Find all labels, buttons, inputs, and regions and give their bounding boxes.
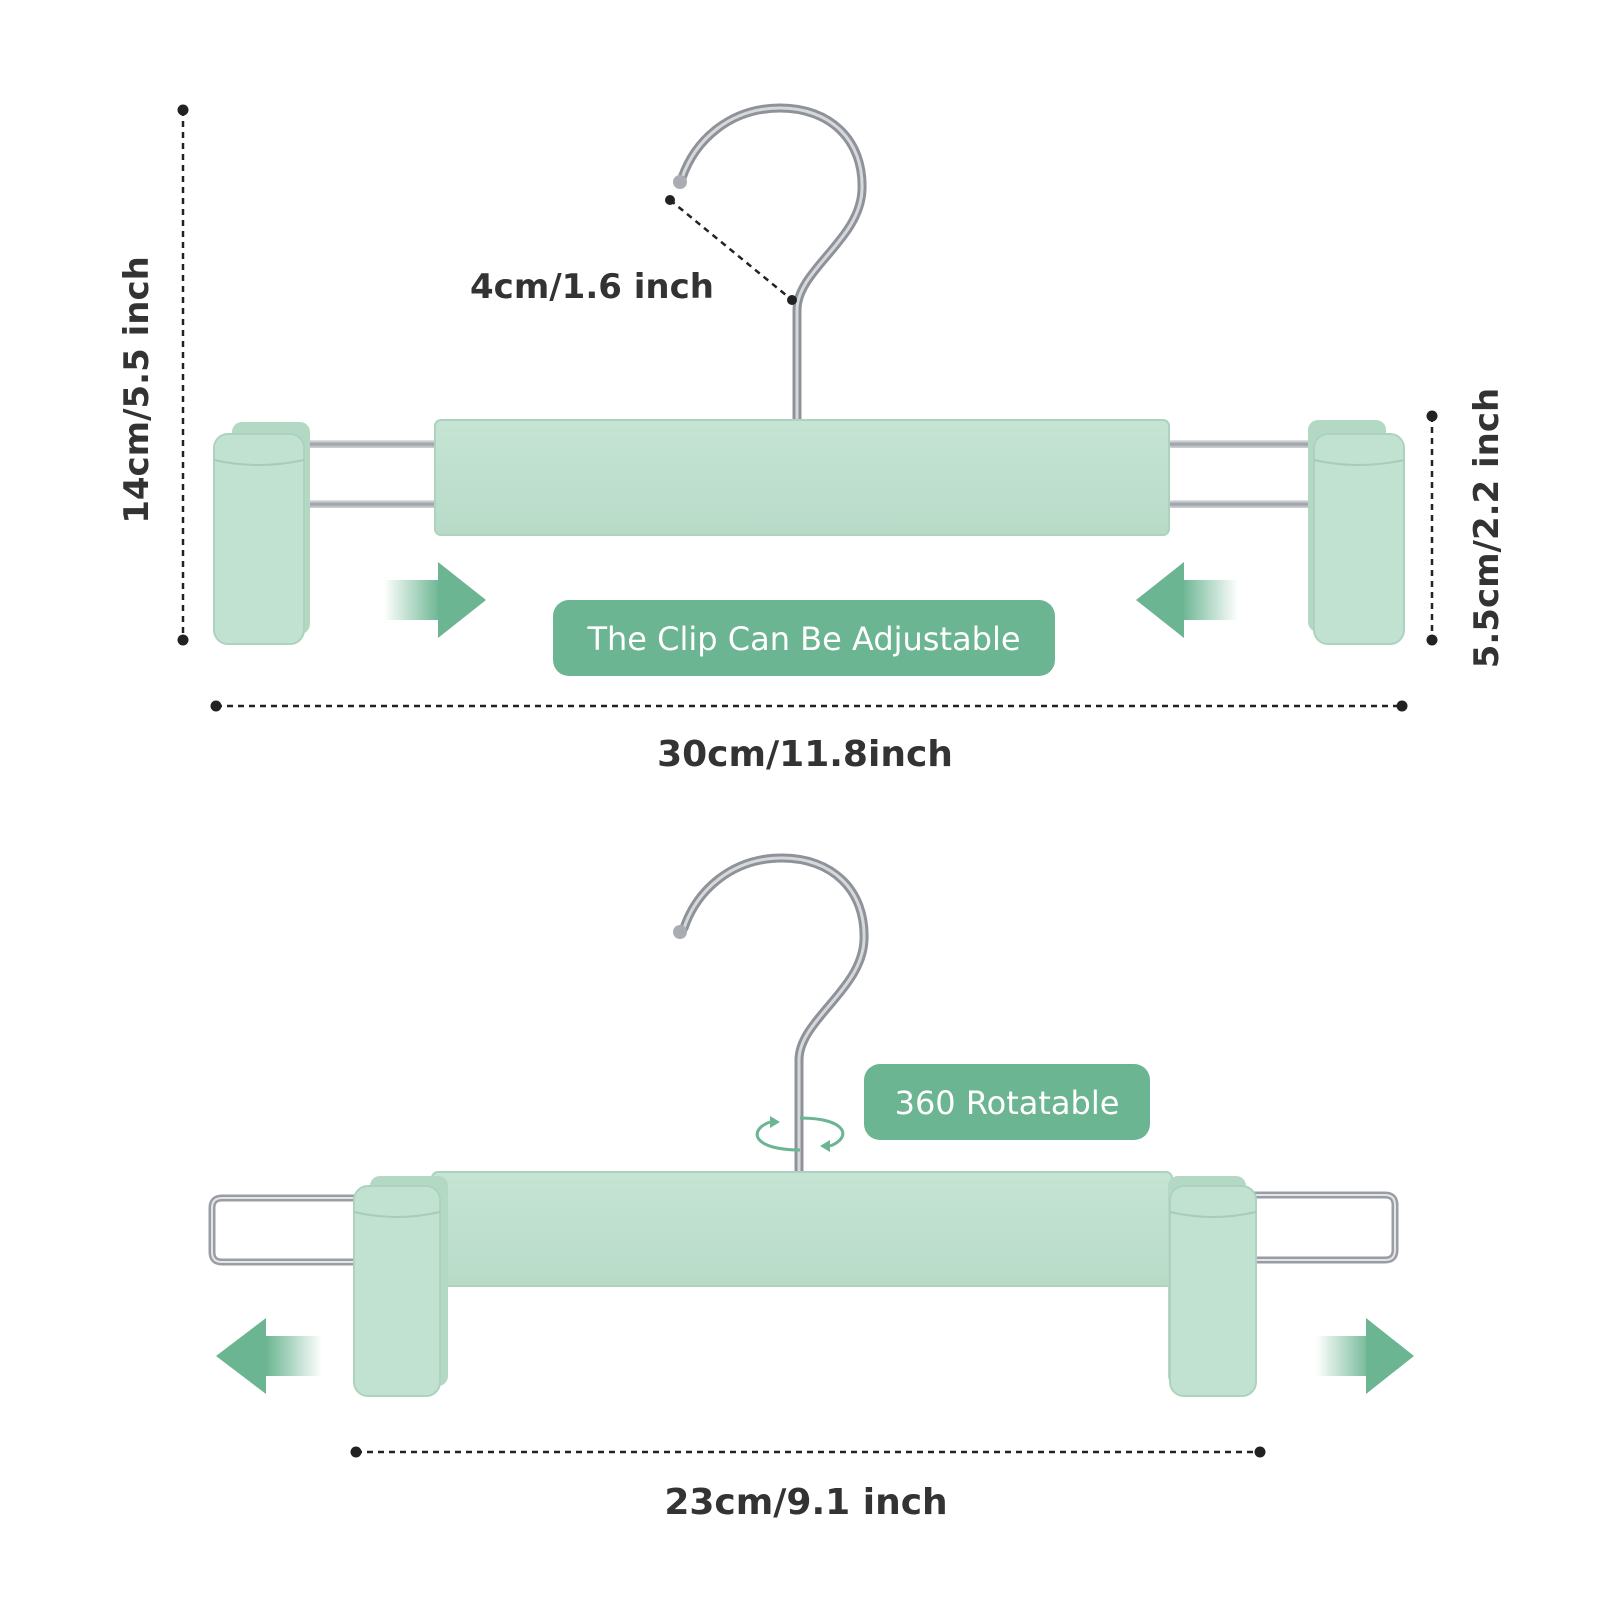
- clip-height-dimension: 5.5cm/2.2 inch: [1426, 388, 1507, 669]
- clip-height-label: 5.5cm/2.2 inch: [1467, 388, 1507, 669]
- width-label: 30cm/11.8inch: [657, 734, 953, 775]
- hook-opening-label: 4cm/1.6 inch: [470, 267, 714, 307]
- arrow-left-icon: [216, 1318, 322, 1394]
- top-rod-left-upper: [290, 440, 438, 448]
- height-dimension: 14cm/5.5 inch: [117, 104, 189, 646]
- bottom-bar: [431, 1171, 1173, 1287]
- adjustable-badge: The Clip Can Be Adjustable: [553, 600, 1055, 676]
- hook-opening-dimension: 4cm/1.6 inch: [470, 195, 797, 307]
- height-label: 14cm/5.5 inch: [117, 256, 157, 524]
- rotate-icon: [755, 1116, 845, 1152]
- arrow-right-icon: [384, 562, 486, 638]
- width-dimension: 30cm/11.8inch: [210, 700, 1408, 775]
- top-hanger: [213, 103, 1405, 645]
- arrow-right-icon: [1316, 1318, 1414, 1394]
- bottom-hanger: [208, 853, 1399, 1397]
- top-bar: [434, 419, 1170, 536]
- top-rod-left-lower: [290, 500, 438, 508]
- bottom-hook: [679, 853, 869, 1180]
- top-rod-right-upper: [1168, 440, 1316, 448]
- bottom-wire-left: [208, 1194, 370, 1266]
- bottom-width-label: 23cm/9.1 inch: [664, 1482, 947, 1523]
- bottom-clip-left: [353, 1176, 448, 1397]
- top-clip-left: [213, 422, 310, 645]
- bottom-hook-tip: [673, 925, 687, 939]
- arrow-left-icon: [1136, 562, 1238, 638]
- bottom-width-dimension: 23cm/9.1 inch: [350, 1446, 1266, 1523]
- top-rod-right-lower: [1168, 500, 1316, 508]
- hook-tip: [673, 175, 687, 189]
- rotatable-badge: 360 Rotatable: [864, 1064, 1150, 1140]
- adjustable-badge-text: The Clip Can Be Adjustable: [586, 620, 1020, 658]
- bottom-clip-right: [1168, 1176, 1257, 1397]
- rotatable-badge-text: 360 Rotatable: [895, 1084, 1120, 1122]
- top-clip-right: [1308, 420, 1405, 645]
